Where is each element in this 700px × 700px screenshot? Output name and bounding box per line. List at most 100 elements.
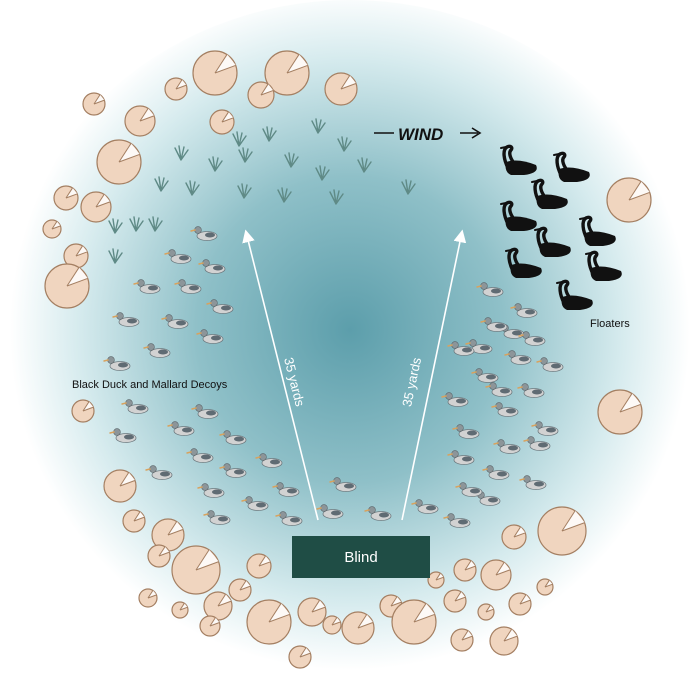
decoy-duck-icon: [447, 450, 475, 465]
reed-icon: [337, 136, 352, 152]
distance-arrow-left: [242, 229, 319, 521]
lily-pad-icon: [44, 263, 90, 309]
decoy-duck-icon: [364, 506, 392, 521]
wind-indicator: WIND: [374, 125, 482, 144]
decoy-duck-icon: [196, 329, 224, 344]
decoy-duck-icon: [112, 312, 140, 327]
decoy-duck-icon: [174, 279, 202, 294]
floaters-group: [500, 144, 622, 310]
decoy-duck-icon: [219, 463, 247, 478]
decoy-duck-icon: [510, 303, 538, 318]
lily-pad-icon: [228, 578, 252, 602]
floaters-label: Floaters: [590, 318, 630, 330]
wind-arrow-icon: [460, 127, 482, 139]
decoy-duck-icon: [465, 339, 493, 354]
lily-pad-icon: [453, 558, 477, 582]
decoy-duck-icon: [206, 299, 234, 314]
decoy-duck-icon: [167, 421, 195, 436]
decoy-duck-icon: [519, 475, 547, 490]
reeds-group: [108, 118, 416, 264]
distance-arrow-right: [401, 229, 467, 521]
lily-pad-icon: [606, 177, 652, 223]
lily-pad-icon: [508, 592, 532, 616]
lily-pad-icon: [443, 589, 467, 613]
reed-icon: [154, 176, 169, 192]
decoys-group: [103, 226, 564, 528]
reed-icon: [315, 165, 330, 181]
lily-pad-icon: [96, 139, 142, 185]
reed-icon: [232, 131, 247, 147]
decoy-duck-icon: [143, 343, 171, 358]
decoy-duck-icon: [536, 357, 564, 372]
decoy-duck-icon: [471, 368, 499, 383]
decoy-duck-icon: [482, 465, 510, 480]
lily-pad-icon: [246, 599, 292, 645]
floater-goose-icon: [531, 178, 568, 209]
decoy-duck-icon: [203, 510, 231, 525]
decoy-duck-icon: [219, 430, 247, 445]
floater-goose-icon: [500, 200, 537, 231]
lily-pad-icon: [82, 92, 106, 116]
lily-pad-icon: [341, 611, 375, 645]
lily-pad-icon: [53, 185, 79, 211]
floater-goose-icon: [553, 151, 590, 182]
lily-pad-icon: [246, 553, 272, 579]
blind: Blind: [292, 536, 430, 578]
floater-goose-icon: [579, 215, 616, 246]
decoy-duck-icon: [272, 482, 300, 497]
floater-goose-icon: [556, 279, 593, 310]
lily-pad-icon: [477, 603, 495, 621]
lily-pad-icon: [536, 578, 554, 596]
reed-icon: [277, 187, 292, 203]
lily-pad-icon: [297, 597, 327, 627]
decoy-duck-icon: [476, 282, 504, 297]
reed-icon: [185, 180, 200, 196]
floater-goose-icon: [500, 144, 537, 175]
lily-pads-group: [42, 50, 652, 669]
lily-pad-icon: [42, 219, 62, 239]
decoy-duck-icon: [455, 482, 483, 497]
decoy-duck-icon: [491, 402, 519, 417]
decoy-duck-icon: [145, 465, 173, 480]
decoy-duck-icon: [133, 279, 161, 294]
decoy-duck-icon: [198, 259, 226, 274]
decoy-duck-icon: [241, 496, 269, 511]
decoy-duck-icon: [493, 439, 521, 454]
reed-icon: [311, 118, 326, 134]
blind-box: [292, 536, 430, 578]
lily-pad-icon: [192, 50, 238, 96]
floater-goose-icon: [585, 250, 622, 281]
lily-pad-icon: [71, 399, 95, 423]
decoy-duck-icon: [485, 382, 513, 397]
lily-pad-icon: [138, 588, 158, 608]
lily-pad-icon: [164, 77, 188, 101]
decoy-duck-icon: [103, 356, 131, 371]
decoy-duck-icon: [411, 499, 439, 514]
reed-icon: [237, 183, 252, 199]
reed-icon: [357, 157, 372, 173]
reed-icon: [148, 216, 163, 232]
decoy-duck-icon: [255, 453, 283, 468]
lily-pad-icon: [199, 615, 221, 637]
lily-pad-icon: [489, 626, 519, 656]
lily-pad-icon: [209, 109, 235, 135]
decoy-duck-icon: [441, 392, 469, 407]
decoy-duck-icon: [452, 424, 480, 439]
lily-pad-icon: [124, 105, 156, 137]
floater-goose-icon: [534, 226, 571, 257]
decoy-duck-icon: [480, 317, 508, 332]
lily-pad-icon: [324, 72, 358, 106]
lily-pad-icon: [537, 506, 587, 556]
decoys-label: Black Duck and Mallard Decoys: [72, 379, 228, 391]
decoy-duck-icon: [316, 504, 344, 519]
decoy-duck-icon: [518, 331, 546, 346]
lily-pad-icon: [597, 389, 643, 435]
lily-pad-icon: [171, 601, 189, 619]
reed-icon: [284, 152, 299, 168]
lily-pad-icon: [203, 591, 233, 621]
lily-pad-icon: [247, 81, 275, 109]
reed-icon: [108, 248, 123, 264]
reed-icon: [174, 145, 189, 161]
